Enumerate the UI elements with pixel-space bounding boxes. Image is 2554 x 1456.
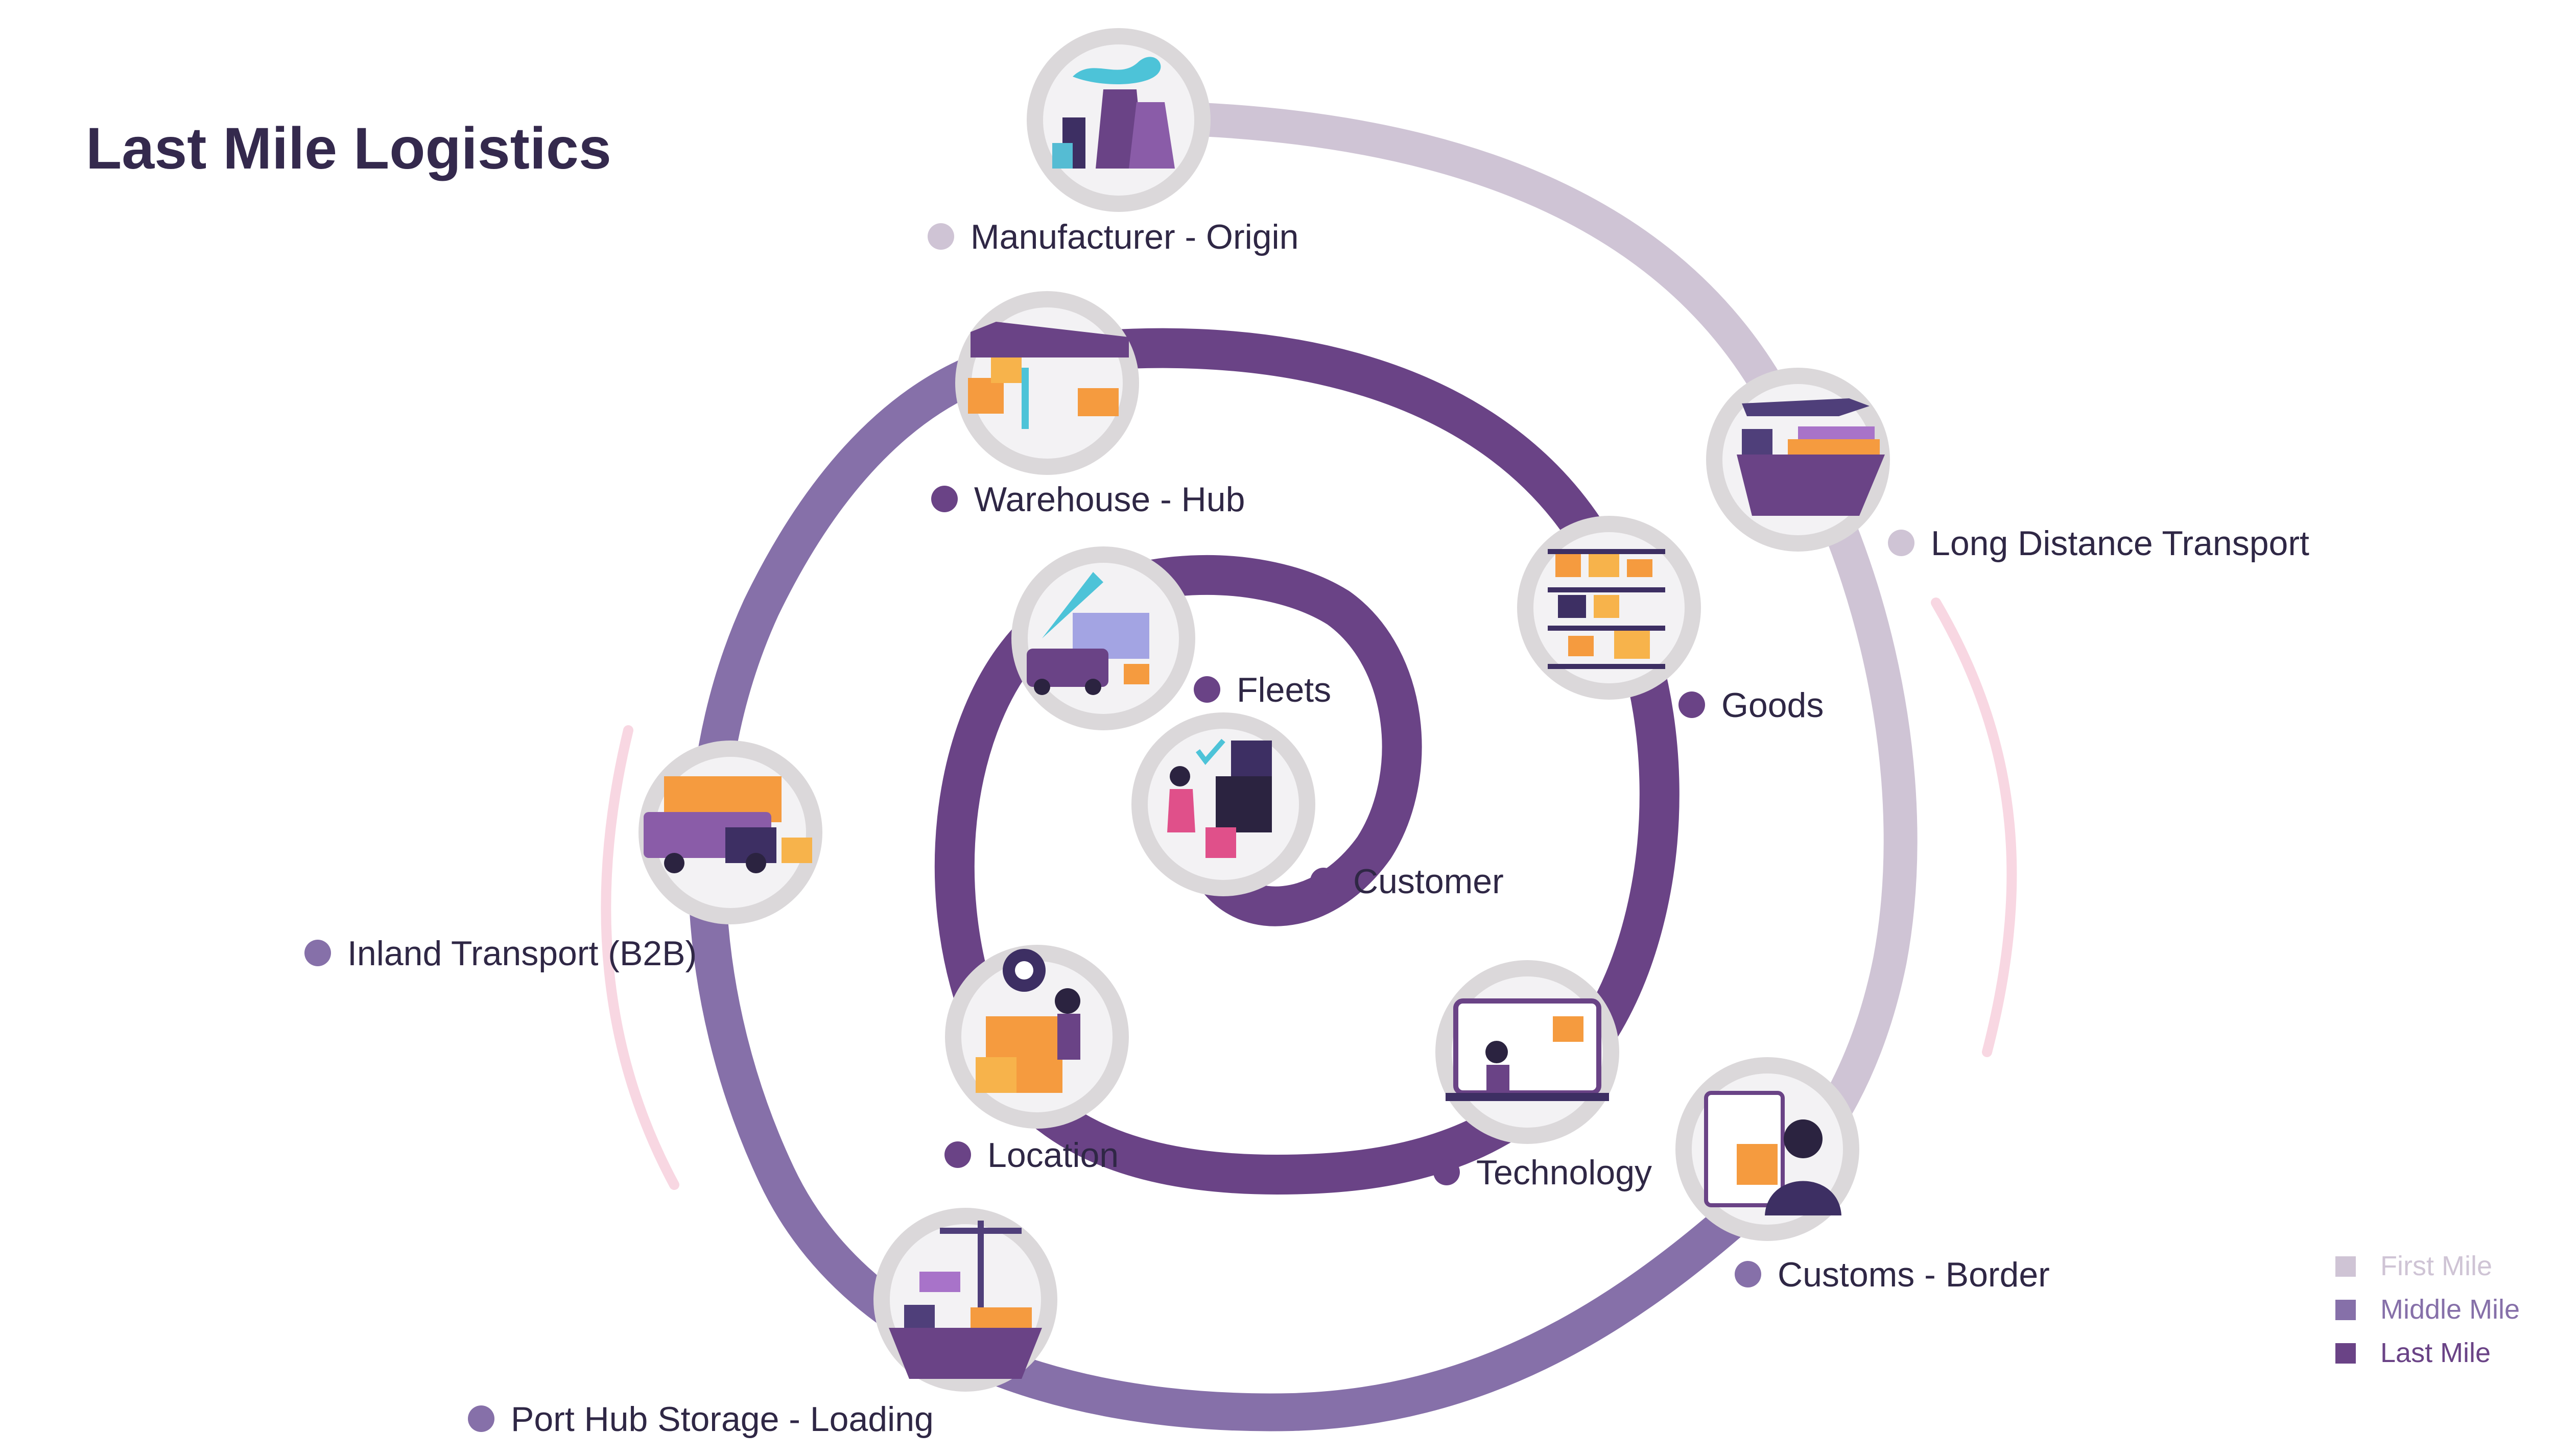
customs-bullet xyxy=(1735,1261,1761,1287)
warehouse-label: Warehouse - Hub xyxy=(974,480,1245,519)
goods-label: Goods xyxy=(1721,686,1824,725)
port-crane-ship-icon xyxy=(889,1221,1042,1379)
delivery-van-icon xyxy=(1027,572,1149,695)
legend-middle-mile: Middle Mile xyxy=(2380,1294,2520,1325)
spiral-middle-mile xyxy=(688,339,1749,1431)
stage-nodes xyxy=(638,28,1890,1392)
legend: First Mile Middle Mile Last Mile xyxy=(2335,1251,2520,1368)
location-label: Location xyxy=(987,1136,1119,1175)
technology-label: Technology xyxy=(1476,1153,1652,1192)
shelves-forklift-icon xyxy=(1548,549,1665,669)
node-customer xyxy=(1131,712,1315,896)
port-hub-bullet xyxy=(468,1405,494,1432)
goods-bullet xyxy=(1678,691,1705,718)
factory-icon xyxy=(1052,57,1175,169)
inland-label: Inland Transport (B2B) xyxy=(347,934,697,973)
long-distance-label: Long Distance Transport xyxy=(1931,524,2309,563)
legend-swatch-last-mile xyxy=(2335,1343,2356,1364)
warehouse-bullet xyxy=(931,486,958,512)
node-inland xyxy=(638,741,822,924)
legend-first-mile: First Mile xyxy=(2380,1251,2492,1281)
technology-bullet xyxy=(1433,1159,1460,1185)
customer-label: Customer xyxy=(1353,862,1504,901)
location-pin-icon xyxy=(976,949,1080,1093)
legend-last-mile: Last Mile xyxy=(2380,1338,2491,1368)
node-technology xyxy=(1435,960,1619,1144)
node-manufacturer xyxy=(1027,28,1211,212)
node-port-hub xyxy=(873,1208,1057,1392)
page-title: Last Mile Logistics xyxy=(86,116,611,181)
customer-handover-icon xyxy=(1167,738,1272,858)
node-location xyxy=(945,945,1129,1129)
customer-bullet xyxy=(1310,868,1337,894)
node-goods xyxy=(1517,516,1701,700)
location-bullet xyxy=(944,1141,971,1168)
legend-swatch-first-mile xyxy=(2335,1256,2356,1277)
legend-swatch-middle-mile xyxy=(2335,1300,2356,1320)
left-bracket xyxy=(601,725,679,1190)
cargo-plane-ship-icon xyxy=(1737,398,1885,516)
fleets-label: Fleets xyxy=(1237,671,1331,709)
decorative-brackets xyxy=(601,598,2017,1190)
manufacturer-bullet xyxy=(928,223,954,250)
port-hub-label: Port Hub Storage - Loading xyxy=(511,1400,934,1439)
inland-bullet xyxy=(304,940,331,966)
right-bracket xyxy=(1931,598,2017,1057)
customs-label: Customs - Border xyxy=(1778,1255,2050,1294)
fleets-bullet xyxy=(1194,676,1220,703)
stage-labels: Manufacturer - Origin Long Distance Tran… xyxy=(304,218,2309,1439)
node-long-distance xyxy=(1706,368,1890,552)
node-fleets xyxy=(1011,546,1195,730)
laptop-worker-icon xyxy=(1446,998,1609,1101)
truck-icon xyxy=(644,776,812,873)
node-warehouse xyxy=(955,291,1139,475)
spiral-first-mile xyxy=(1118,101,1918,1230)
node-customs xyxy=(1675,1057,1859,1241)
customs-officer-icon xyxy=(1704,1091,1841,1215)
manufacturer-label: Manufacturer - Origin xyxy=(971,218,1298,256)
long-distance-bullet xyxy=(1888,530,1914,556)
warehouse-forklift-icon xyxy=(968,322,1129,429)
